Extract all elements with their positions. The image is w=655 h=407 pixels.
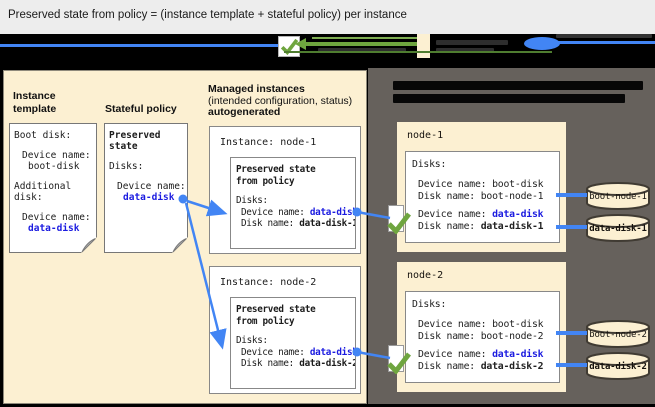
- disks-label: Disks:: [236, 195, 268, 206]
- instance-template-heading: Instance template: [13, 90, 57, 115]
- disk-label: data-disk-2: [589, 362, 647, 372]
- preserved-state-from-policy-title: Preserved state from policy: [236, 164, 316, 187]
- managed-instance-node-2: Instance: node-2 Preserved state from po…: [209, 266, 361, 394]
- node-name: node-1: [407, 130, 444, 141]
- device-label: Device name:: [117, 181, 186, 192]
- managed-instance-title: Instance: node-1: [220, 137, 317, 148]
- legend-blue-connector-line: [0, 44, 279, 47]
- managed-instance-title: Instance: node-2: [220, 277, 317, 288]
- disk-label: boot-node-1: [589, 192, 647, 202]
- disks-label: Disks:: [412, 159, 447, 170]
- additional-disk-label-2: disk:: [14, 192, 43, 203]
- legend-text-illegible: [436, 48, 494, 53]
- vm-node-2: node-2 Disks: Device name: boot-disk Dis…: [387, 262, 566, 392]
- disk-name-row: Disk name: data-disk-1: [241, 218, 356, 229]
- preserved-state-box: Preserved state from policy Disks: Devic…: [230, 297, 356, 389]
- instance-template-card: Boot disk: Device name: boot-disk Additi…: [9, 123, 98, 254]
- device-name-row: Device name: data-disk: [241, 206, 356, 218]
- data-disk-row: Disk name: data-disk-1: [418, 221, 544, 232]
- stateful-policy-heading: Stateful policy: [105, 103, 177, 115]
- preserved-state-from-policy-title: Preserved state from policy: [236, 304, 316, 327]
- stateful-policy-card: Preserved state Disks: Device name: data…: [104, 123, 189, 254]
- preserved-state-box: Preserved state from policy Disks: Devic…: [230, 157, 356, 249]
- vm-panel-heading-text-illegible: [393, 94, 625, 103]
- green-arrow-shaft: [304, 42, 428, 46]
- vm-node-1: node-1 Disks: Device name: boot-disk Dis…: [387, 122, 566, 252]
- node-disks-box: Disks: Device name: boot-disk Disk name:…: [405, 291, 560, 383]
- disk-name-row: Disk name: data-disk-2: [241, 358, 356, 369]
- node-name: node-2: [407, 270, 444, 281]
- boot-disk-row: Disk name: boot-node-1: [418, 191, 544, 202]
- disks-label: Disks:: [412, 299, 447, 310]
- title-strip: Preserved state from policy = (instance …: [0, 0, 655, 34]
- page-title: Preserved state from policy = (instance …: [8, 9, 407, 21]
- boot-device-label: Device name:: [22, 150, 91, 161]
- disk-value: data-disk-2: [299, 358, 356, 369]
- disk-value: data-disk-1: [299, 218, 356, 229]
- device-name-row: Device name: data-disk: [241, 346, 356, 358]
- legend-text-illegible: [556, 34, 652, 38]
- page-fold-icon: [79, 235, 98, 254]
- additional-disk-label: Additional: [14, 181, 72, 192]
- managed-instances-heading-line1: Managed instances: [208, 83, 305, 95]
- mig-config-panel: Instance template Stateful policy Manage…: [3, 70, 367, 404]
- managed-instances-heading-line2: (intended configuration, status): [208, 94, 353, 107]
- disk-cylinder-boot-node-2: boot-node-2: [585, 319, 651, 349]
- node-disks-box: Disks: Device name: boot-disk Disk name:…: [405, 151, 560, 243]
- device-value: data-disk: [309, 206, 356, 218]
- persistent-disk-icon: [524, 37, 560, 50]
- disk-cylinder-boot-node-1: boot-node-1: [585, 181, 651, 211]
- state-applied-check-icon: [387, 205, 411, 234]
- managed-instance-node-1: Instance: node-1 Preserved state from po…: [209, 126, 361, 254]
- managed-instances-heading: Managed instances (intended configuratio…: [208, 83, 353, 119]
- green-arrow-icon: [295, 38, 306, 50]
- page-fold-icon: [170, 235, 189, 254]
- legend-bar: [0, 34, 655, 68]
- green-underline: [284, 51, 552, 53]
- data-device-value: data-disk: [28, 223, 80, 234]
- disks-label: Disks:: [236, 335, 268, 346]
- legend-blue-connector-line-right: [552, 41, 655, 44]
- vm-panel: node-1 Disks: Device name: boot-disk Dis…: [368, 68, 655, 404]
- disks-label: Disks:: [109, 161, 144, 172]
- vm-panel-heading-text-illegible: [393, 81, 643, 90]
- vm-instance-swatch: [417, 34, 430, 58]
- state-applied-check-icon: [387, 345, 411, 374]
- boot-disk-label: Boot disk:: [14, 130, 72, 141]
- disk-label: data-disk-1: [589, 224, 647, 234]
- boot-device-row: Device name: boot-disk: [418, 179, 544, 190]
- disk-cylinder-data-disk-1: data-disk-1: [585, 213, 651, 243]
- device-value: data-disk: [309, 346, 356, 358]
- boot-disk-row: Disk name: boot-node-2: [418, 331, 544, 342]
- disk-label: boot-node-2: [589, 330, 647, 340]
- legend-text-illegible: [318, 48, 406, 53]
- data-disk-row: Disk name: data-disk-2: [418, 361, 544, 372]
- data-device-label: Device name:: [22, 212, 91, 223]
- preserved-state-title: Preserved state: [109, 130, 161, 152]
- legend-text-illegible: [436, 40, 508, 45]
- data-device-row: Device name: data-disk: [418, 209, 544, 220]
- data-device-row: Device name: data-disk: [418, 349, 544, 360]
- device-value: data-disk: [123, 192, 175, 203]
- green-thin-line: [312, 37, 428, 39]
- disk-cylinder-data-disk-2: data-disk-2: [585, 351, 651, 381]
- managed-instances-heading-line3: autogenerated: [208, 106, 281, 118]
- boot-device-value: boot-disk: [28, 161, 80, 172]
- boot-device-row: Device name: boot-disk: [418, 319, 544, 330]
